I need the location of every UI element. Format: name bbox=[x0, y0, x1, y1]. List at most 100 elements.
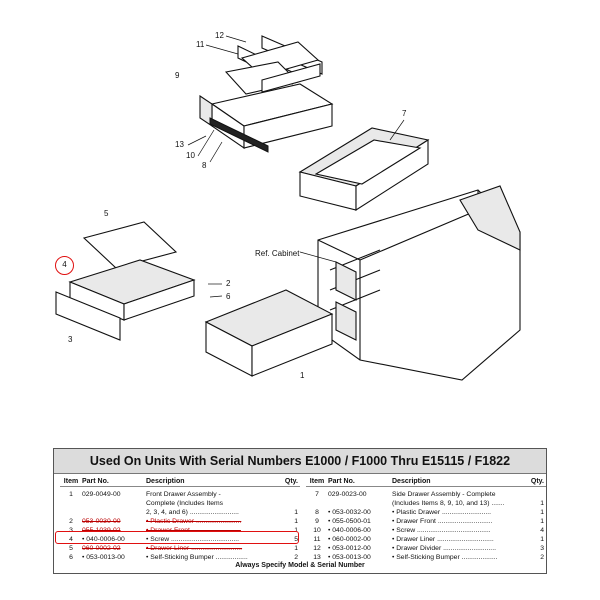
row-description: • Drawer Divider .......................… bbox=[392, 545, 496, 552]
table-row: 13 • 053-0013-00 • Self-Sticking Bumper ..… bbox=[306, 553, 546, 562]
footer-note: Always Specify Model & Serial Number bbox=[235, 562, 365, 569]
row-item: 10 bbox=[313, 527, 321, 534]
row-item: 3 bbox=[69, 527, 73, 534]
row-item bbox=[60, 499, 82, 508]
row-qty: 3 bbox=[540, 545, 544, 552]
header-description: Description bbox=[392, 478, 431, 485]
row-qty: 2 bbox=[540, 554, 544, 561]
table-header-row: Item Part No. Description Qty. bbox=[306, 477, 546, 487]
row-description: • Screw ................................… bbox=[392, 527, 491, 534]
callout-2: 2 bbox=[226, 279, 231, 288]
row-part-number: • 053-0032-00 bbox=[328, 509, 371, 516]
row-part-number: 060-0002-02 bbox=[82, 545, 121, 552]
table-header-row: Item Part No. Description Qty. bbox=[60, 477, 300, 487]
row-qty: 1 bbox=[540, 509, 544, 516]
row-qty: 1 bbox=[294, 545, 298, 552]
table-row: 11 • 060-0002-00 • Drawer Liner ..........… bbox=[306, 535, 546, 544]
row-part-number bbox=[82, 499, 146, 508]
row-description: Complete (Includes Items bbox=[146, 500, 224, 507]
row-item: 7 bbox=[315, 491, 319, 498]
row-description: • Drawer Liner .........................… bbox=[392, 536, 494, 543]
callout-9: 9 bbox=[175, 71, 180, 80]
row-part-number: 029-0023-00 bbox=[328, 491, 367, 498]
row-part-number: • 053-0013-00 bbox=[328, 554, 371, 561]
row-description: • Drawer Front .........................… bbox=[146, 527, 241, 534]
reference-cabinet bbox=[317, 185, 521, 381]
row-part-number bbox=[82, 508, 146, 517]
exploded-parts-diagram: 12 11 9 13 10 8 7 5 2 6 3 1 Ref. Cabinet bbox=[55, 31, 521, 381]
row-item: 5 bbox=[69, 545, 73, 552]
side-drawer-7 bbox=[298, 127, 430, 212]
header-qty: Qty. bbox=[284, 478, 298, 485]
callout-1: 1 bbox=[300, 371, 305, 380]
row-description: (Includes Items 8, 9, 10, and 13) ......… bbox=[392, 500, 505, 507]
row-part-number: • 055-0500-01 bbox=[328, 518, 371, 525]
row-item bbox=[60, 508, 82, 517]
row-qty: 4 bbox=[540, 527, 544, 534]
drawer-liner-9-panel bbox=[224, 61, 321, 95]
table-row: 1 029-0049-00 Front Drawer Assembly - bbox=[60, 490, 300, 499]
row-qty: 1 bbox=[540, 536, 544, 543]
header-qty: Qty. bbox=[530, 478, 544, 485]
row-part-number: • 053-0012-00 bbox=[328, 545, 371, 552]
callout-10: 10 bbox=[186, 151, 195, 160]
screw-row-highlight bbox=[55, 531, 299, 544]
row-part-number: 029-0049-00 bbox=[82, 491, 121, 498]
plastic-drawer-2 bbox=[68, 259, 196, 321]
table-row: (Includes Items 8, 9, 10, and 13) ......… bbox=[306, 499, 546, 508]
row-item bbox=[306, 499, 328, 508]
table-row: Complete (Includes Items bbox=[60, 499, 300, 508]
row-item: 8 bbox=[315, 509, 319, 516]
row-description: Front Drawer Assembly - bbox=[146, 491, 221, 498]
row-qty: 1 bbox=[294, 527, 298, 534]
row-part-number bbox=[328, 499, 392, 508]
drawer-front-3 bbox=[55, 291, 121, 341]
row-description: • Screw ................................… bbox=[146, 536, 240, 543]
callout-6: 6 bbox=[226, 292, 231, 301]
row-item: 11 bbox=[313, 536, 321, 543]
row-qty: 1 bbox=[540, 518, 544, 525]
row-description: 2, 3, 4, and 6) ........................… bbox=[146, 509, 239, 516]
row-qty: 1 bbox=[294, 509, 298, 516]
callout-7: 7 bbox=[402, 109, 407, 118]
table-row: 6• 053-0013-00• Self-Sticking Bumper ...… bbox=[60, 553, 300, 562]
table-row: 10 • 040-0006-00 • Screw .................… bbox=[306, 526, 546, 535]
table-row: 8 • 053-0032-00 • Plastic Drawer .........… bbox=[306, 508, 546, 517]
parts-table: Used On Units With Serial Numbers E1000 … bbox=[53, 448, 547, 574]
row-qty: 2 bbox=[294, 554, 298, 561]
side-drawer-8 bbox=[199, 83, 334, 150]
table-row: 7 029-0023-00 Side Drawer Assembly - Compl… bbox=[306, 490, 546, 499]
row-item: 1 bbox=[69, 491, 73, 498]
callout-4-highlight: 4 bbox=[55, 256, 74, 275]
row-qty: 1 bbox=[540, 500, 544, 507]
row-description: Side Drawer Assembly - Complete bbox=[392, 491, 496, 498]
row-qty bbox=[280, 499, 298, 508]
row-description: • Plastic Drawer .......................… bbox=[146, 518, 242, 525]
row-part-number: 053-0030-00 bbox=[82, 518, 121, 525]
callout-3: 3 bbox=[68, 335, 73, 344]
row-qty: 5 bbox=[294, 536, 298, 543]
row-item: 12 bbox=[313, 545, 321, 552]
row-description: • Self-Sticking Bumper ................. bbox=[146, 554, 248, 561]
callout-12: 12 bbox=[215, 31, 224, 40]
header-item: Item bbox=[63, 478, 79, 485]
table-row: 9• 055-0500-01• Drawer Front ...........… bbox=[306, 517, 546, 526]
header-part: Part No. bbox=[328, 478, 355, 485]
drawer-liner-5 bbox=[82, 221, 178, 269]
parts-list-left: Item Part No. Description Qty. 1 029-0049… bbox=[60, 477, 300, 562]
row-part-number: • 060-0002-00 bbox=[328, 536, 371, 543]
header-description: Description bbox=[146, 478, 185, 485]
row-description: • Drawer Front .........................… bbox=[392, 518, 493, 525]
table-row: 3 055-1039-02 • Drawer Front .............… bbox=[60, 526, 300, 535]
row-item: 13 bbox=[313, 554, 321, 561]
row-part-number: 055-1039-02 bbox=[82, 527, 121, 534]
row-part-number: • 040-0006-00 bbox=[328, 527, 371, 534]
row-description: • Plastic Drawer .......................… bbox=[392, 509, 492, 516]
row-item: 2 bbox=[69, 518, 73, 525]
table-title: Used On Units With Serial Numbers E1000 … bbox=[54, 449, 546, 474]
callout-13: 13 bbox=[175, 140, 184, 149]
row-description: • Self-Sticking Bumper .................… bbox=[392, 554, 498, 561]
callout-4: 4 bbox=[62, 260, 67, 269]
row-qty bbox=[526, 490, 544, 499]
